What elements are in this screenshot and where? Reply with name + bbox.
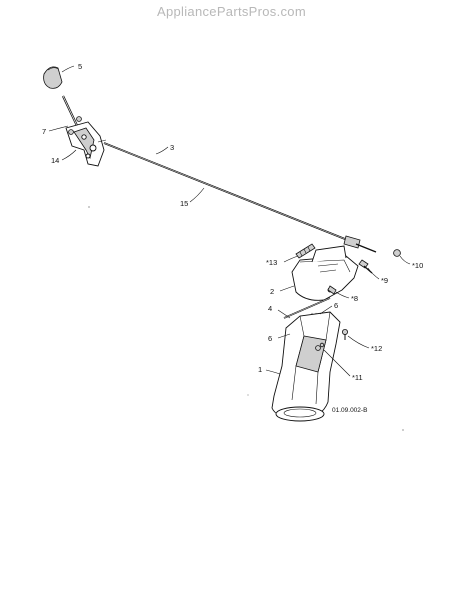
callout-4: 4 xyxy=(268,304,272,313)
callout-5: 5 xyxy=(78,62,82,71)
part-1-discharge-chute[interactable] xyxy=(271,311,341,422)
callout-2: 2 xyxy=(270,287,274,296)
part-13-threaded-rod[interactable] xyxy=(295,243,316,259)
callout-7: 7 xyxy=(42,127,46,136)
callout-12: *12 xyxy=(371,344,382,353)
part-11-fastener[interactable] xyxy=(319,342,325,348)
callout-6-upper: 6 xyxy=(334,301,338,310)
callout-1: 1 xyxy=(258,365,262,374)
callout-11: *11 xyxy=(352,373,363,382)
part-2-deflector[interactable] xyxy=(291,245,359,301)
part-5-handle-knob[interactable] xyxy=(43,66,63,89)
part-4-pin[interactable] xyxy=(283,297,331,319)
part-10-nut[interactable] xyxy=(393,249,401,257)
watermark: AppliancePartsPros.com xyxy=(157,4,306,19)
leader-lines xyxy=(48,65,411,377)
scan-speck xyxy=(402,429,404,431)
callout-8: *8 xyxy=(351,294,358,303)
part-8-screw[interactable] xyxy=(327,285,337,295)
callout-6-lower: 6 xyxy=(268,334,272,343)
part-14-bracket[interactable] xyxy=(65,121,107,167)
scan-speck xyxy=(88,206,90,208)
part-7-screws[interactable] xyxy=(68,116,82,135)
part-12-screw[interactable] xyxy=(341,328,348,340)
callout-13: *13 xyxy=(266,258,277,267)
callout-14: 14 xyxy=(51,156,59,165)
scan-speck xyxy=(247,394,249,396)
callout-3: 3 xyxy=(170,143,174,152)
cable-end-fitting[interactable] xyxy=(343,235,377,253)
callout-10: *10 xyxy=(412,261,423,270)
diagram-code: 01.09.002-B xyxy=(332,407,367,414)
callout-9: *9 xyxy=(381,276,388,285)
part-15-control-cable[interactable] xyxy=(103,142,351,242)
callout-15: 15 xyxy=(180,199,188,208)
